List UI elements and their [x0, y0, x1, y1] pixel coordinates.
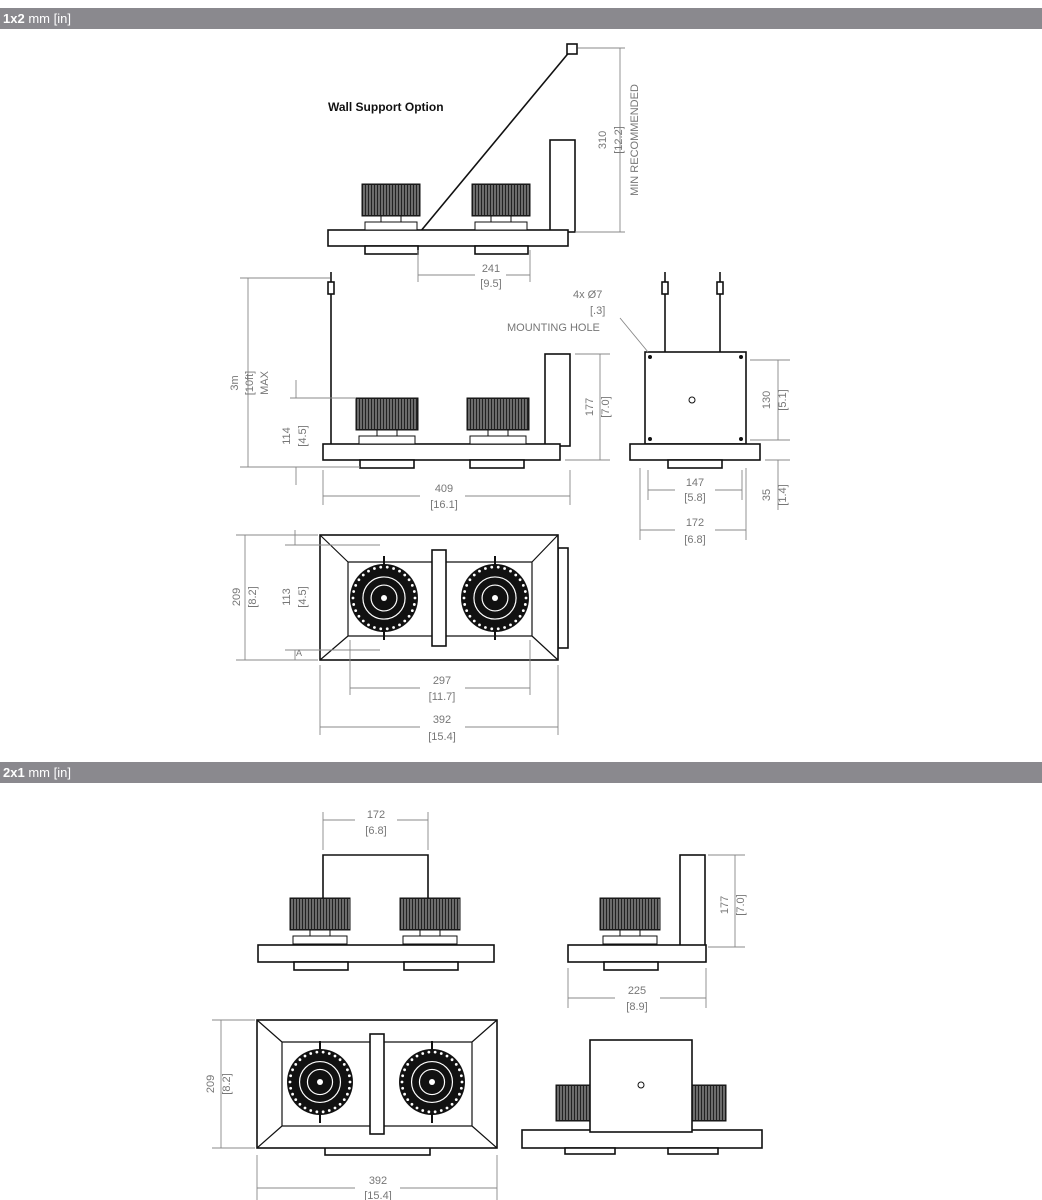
- dim-label: [.3]: [590, 305, 605, 317]
- section-header-2x1: 2x1 mm [in]: [0, 762, 1042, 783]
- dim-label: [8.2]: [221, 1073, 233, 1094]
- dim-label: 209: [231, 588, 243, 606]
- dim-label: [11.7]: [429, 691, 456, 703]
- top-view: A 209 [8.2] 113 [4.5] 297 [11.7] 392 [15…: [231, 530, 569, 743]
- dim-label: MIN RECOMMENDED: [629, 84, 641, 196]
- dim-label: 172: [686, 517, 704, 529]
- dim-label: 392: [369, 1175, 387, 1187]
- dim-label: [5.1]: [777, 389, 789, 410]
- dim-label: [1.4]: [777, 484, 789, 505]
- dim-label: [9.5]: [480, 278, 501, 290]
- 2x1-top-view: 209 [8.2] 392 [15.4]: [205, 1019, 498, 1200]
- lamp-fixture-icon: [350, 556, 418, 640]
- section-name: 2x1: [3, 765, 25, 780]
- dim-label: 177: [719, 896, 731, 914]
- dim-label: 225: [628, 985, 646, 997]
- heat-sink-icon: [355, 397, 419, 445]
- dim-label: [8.2]: [247, 586, 259, 607]
- dim-label: 209: [205, 1075, 217, 1093]
- wall-support-view: Wall Support Option 310 [12.2] MIN RECOM…: [327, 43, 641, 290]
- section-name: 1x2: [3, 11, 25, 26]
- lamp-fixture-icon: [461, 556, 529, 640]
- lamp-fixture-icon: [287, 1041, 353, 1123]
- dim-label: 409: [435, 483, 453, 495]
- end-view: 4x Ø7 [.3] MOUNTING HOLE 130 [5.1] 35 [1…: [507, 272, 790, 546]
- 2x1-end-view: [521, 1039, 763, 1155]
- dim-label: [16.1]: [430, 499, 458, 511]
- mounting-hole-label: MOUNTING HOLE: [507, 322, 600, 334]
- dim-label: 297: [433, 675, 451, 687]
- dim-label: [10ft]: [244, 371, 256, 395]
- heat-sink-icon: [599, 897, 661, 945]
- heat-sink-icon: [361, 183, 421, 231]
- dim-label: 241: [482, 263, 500, 275]
- section-unit: mm [in]: [24, 765, 71, 780]
- dim-label: [15.4]: [364, 1190, 392, 1200]
- heat-sink-icon: [691, 1084, 727, 1122]
- dim-label: [5.8]: [684, 492, 705, 504]
- dim-label: 310: [597, 131, 609, 149]
- dim-label: [12.2]: [613, 126, 625, 154]
- heat-sink-icon: [555, 1084, 591, 1122]
- dim-label: 4x Ø7: [573, 289, 602, 301]
- heat-sink-icon: [466, 397, 530, 445]
- dim-label: 392: [433, 714, 451, 726]
- dim-label: 35: [761, 489, 773, 501]
- dim-label: 130: [761, 391, 773, 409]
- section-marker: A: [296, 648, 302, 658]
- heat-sink-icon: [471, 183, 531, 231]
- dim-label: [15.4]: [428, 731, 456, 743]
- dim-label: [7.0]: [600, 396, 612, 417]
- section-unit: mm [in]: [24, 11, 71, 26]
- side-view: 3m [10ft] MAX 114 [4.5] 177 [7.0] 409 [1…: [229, 272, 612, 511]
- dim-label: 147: [686, 477, 704, 489]
- dim-label: [6.8]: [365, 825, 386, 837]
- wall-support-title: Wall Support Option: [328, 100, 444, 114]
- section-header-1x2: 1x2 mm [in]: [0, 8, 1042, 29]
- 2x1-front-view: 172 [6.8]: [257, 809, 495, 971]
- dim-label: 3m: [229, 375, 241, 390]
- dim-label: [4.5]: [297, 425, 309, 446]
- dim-label: MAX: [259, 370, 271, 395]
- dim-label: [4.5]: [297, 586, 309, 607]
- dim-label: [8.9]: [626, 1001, 647, 1013]
- heat-sink-icon: [399, 897, 461, 945]
- 2x1-side-view: 177 [7.0] 225 [8.9]: [567, 854, 747, 1013]
- dim-label: 172: [367, 809, 385, 821]
- lamp-fixture-icon: [399, 1041, 465, 1123]
- dim-label: 114: [281, 427, 293, 445]
- dim-label: 113: [281, 588, 293, 606]
- dim-label: 177: [584, 398, 596, 416]
- dim-label: [7.0]: [735, 894, 747, 915]
- dim-label: [6.8]: [684, 534, 705, 546]
- heat-sink-icon: [289, 897, 351, 945]
